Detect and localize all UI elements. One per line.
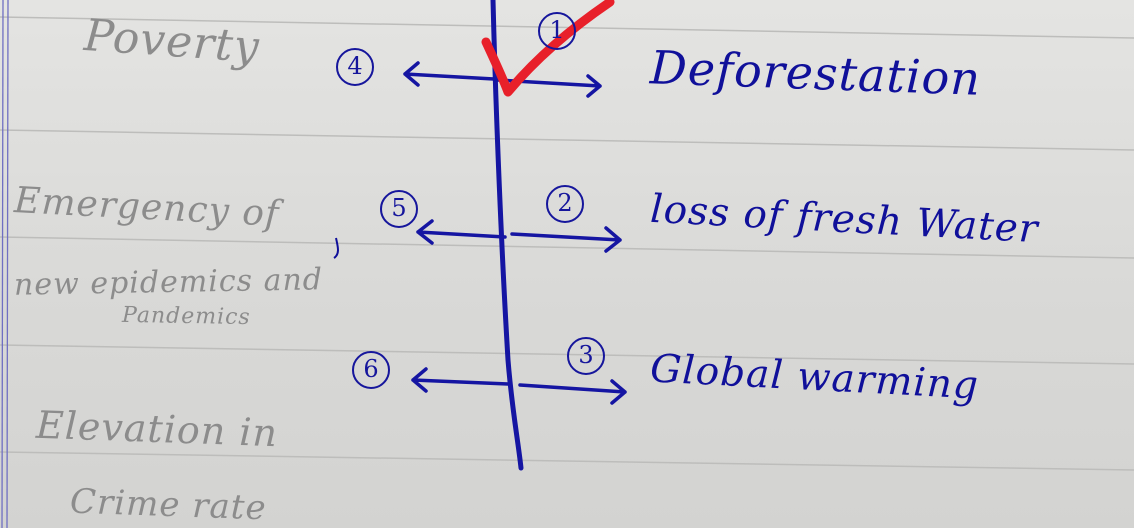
- arrow-right-2: [510, 226, 622, 253]
- arrow-left-6: [411, 367, 510, 393]
- cause-deforestation: Deforestation: [649, 40, 982, 106]
- central-vertical-line: [490, 0, 524, 471]
- arrow-left-5: [416, 219, 507, 245]
- number-badge-5: 5: [380, 190, 418, 228]
- ink-squiggle: [333, 237, 339, 259]
- number-badge-4: 4: [336, 48, 374, 86]
- margin-lines: [1, 0, 9, 528]
- effect-elevation-line1: Elevation in: [35, 402, 279, 456]
- right-arrows: [496, 74, 627, 405]
- arrow-left-4: [403, 61, 496, 87]
- number-badge-1: 1: [538, 12, 576, 50]
- number-badge-3: 3: [567, 337, 605, 375]
- red-check-icon: [481, 0, 615, 97]
- effect-elevation-line2: Crime rate: [69, 481, 268, 528]
- arrow-right-3: [518, 379, 627, 405]
- number-badge-2: 2: [546, 185, 584, 223]
- left-arrows: [403, 61, 510, 393]
- effect-emergency-line2: new epidemics and: [13, 262, 324, 303]
- number-badge-6: 6: [352, 351, 390, 389]
- effect-emergency-line3: Pandemics: [121, 302, 251, 331]
- effect-poverty: Poverty: [82, 9, 262, 74]
